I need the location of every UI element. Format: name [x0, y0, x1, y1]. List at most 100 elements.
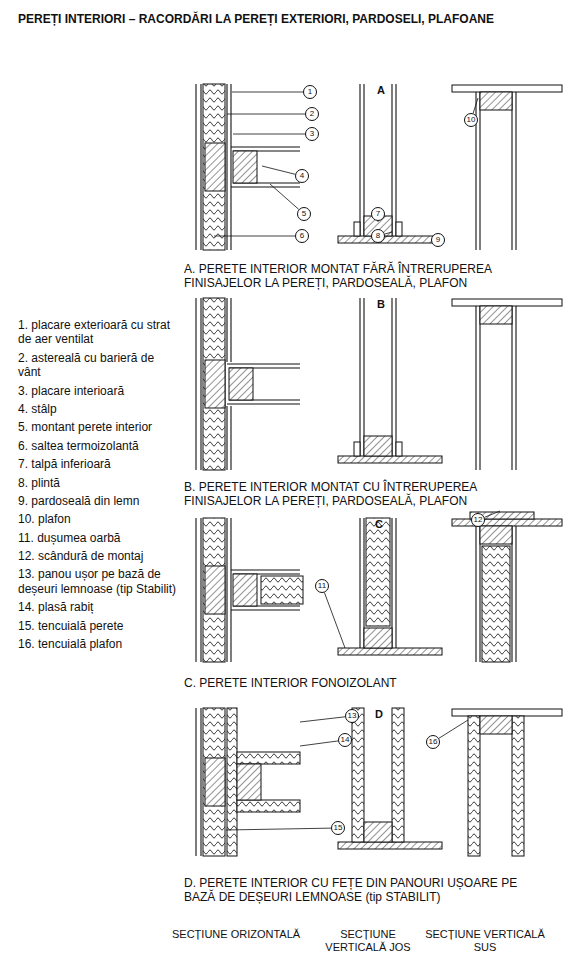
legend-item: 13. panou ușor pe bază de deșeuri lemnoa… [18, 567, 178, 596]
rect-ground [203, 298, 225, 470]
rect-ground [205, 566, 225, 614]
section-letter: C [372, 518, 386, 531]
wall-line [226, 298, 227, 362]
insulation [261, 576, 303, 604]
callout-circle: 16 [426, 735, 440, 749]
wall-line [475, 306, 476, 470]
callout-number: 8 [376, 232, 380, 240]
wall-line [227, 403, 300, 404]
wall-line [359, 518, 360, 648]
page-title: PEREȚI INTERIORI – RACORDĂRI LA PEREȚI E… [18, 12, 558, 26]
rect-ground [227, 708, 237, 856]
rect-ground [482, 546, 510, 662]
rect-ground [364, 436, 392, 456]
rect-ground [237, 800, 300, 812]
wall-line [200, 518, 201, 662]
wall-line [226, 84, 227, 250]
wall-line [231, 186, 300, 187]
ceiling [452, 519, 562, 526]
legend-item: 8. plintă [18, 476, 178, 490]
rect-ground [480, 716, 512, 734]
wall-line [195, 708, 196, 856]
section-caption: C. PERETE INTERIOR FONOIZOLANT [184, 676, 514, 690]
section-caption: B. PERETE INTERIOR MONTAT CU ÎNTRERUPERE… [184, 480, 514, 509]
ceiling [452, 299, 562, 306]
rect-ground [205, 360, 225, 408]
rect-ground [480, 306, 512, 324]
wall-line [515, 92, 516, 250]
wall-line [395, 298, 396, 456]
callout-circle: 5 [297, 207, 311, 221]
insulation [203, 518, 225, 662]
callout-number: 2 [310, 110, 314, 118]
rect-ground [364, 822, 392, 842]
view-label: SECȚIUNE ORIZONTALĂ [172, 928, 322, 941]
skirting [396, 442, 402, 456]
wall-line [231, 146, 300, 147]
rect-ground [452, 709, 562, 716]
callout-number: 15 [334, 824, 343, 832]
callout-circle: 10 [464, 113, 478, 127]
callout-number: 10 [467, 116, 476, 124]
callout-circle: 1 [303, 85, 317, 99]
rect-ground [352, 708, 364, 842]
rect-ground [338, 648, 442, 655]
insulation [482, 546, 510, 662]
rect-ground [354, 442, 360, 456]
ceiling [452, 85, 562, 92]
bottom-plate [364, 822, 392, 842]
wall-line [395, 84, 396, 236]
wall-line [200, 708, 201, 856]
rect-ground [452, 519, 562, 526]
callout-number: 7 [376, 210, 380, 218]
leader-line [226, 828, 331, 830]
rect-ground [338, 842, 442, 849]
wall-line [227, 363, 300, 364]
wall-line [195, 84, 196, 250]
legend-item: 3. placare interioară [18, 384, 178, 398]
insulation [203, 708, 225, 856]
wall-line [511, 526, 512, 662]
wall-line [511, 306, 512, 470]
wall-line [359, 84, 360, 236]
callout-circle: 15 [331, 821, 345, 835]
callout-circle: 11 [315, 579, 329, 593]
callout-number: 11 [318, 582, 326, 590]
wall-line [515, 526, 516, 662]
bottom-plate [364, 628, 392, 648]
callout-number: 5 [302, 210, 306, 218]
light-panel [468, 716, 480, 856]
wall-line [479, 526, 480, 662]
legend-item: 9. pardoseală din lemn [18, 494, 178, 508]
insulation [203, 84, 225, 250]
rect-ground [354, 222, 360, 236]
rect-ground [233, 151, 257, 183]
legend-item: 15. tencuială perete [18, 619, 178, 633]
leader-line [300, 717, 345, 722]
top-plate [480, 306, 512, 324]
wall-line [195, 518, 196, 662]
legend-item: 5. montant perete interior [18, 420, 178, 434]
light-panel [237, 752, 300, 764]
rect-ground [229, 368, 253, 400]
leader-line [214, 236, 295, 237]
top-plate [480, 92, 512, 110]
wall-line [515, 306, 516, 470]
floor [338, 648, 442, 655]
legend-item: 16. tencuială plafon [18, 637, 178, 651]
leader-line [232, 92, 303, 93]
leader-line [439, 720, 468, 738]
wall-line [363, 84, 364, 236]
callout-circle: 8 [371, 229, 385, 243]
rect-ground [237, 764, 261, 800]
floor [338, 456, 442, 463]
callout-circle: 3 [305, 127, 319, 141]
legend-item: 10. plafon [18, 512, 178, 526]
wall-line [195, 298, 196, 470]
wall-line [200, 84, 201, 250]
section-caption: A. PERETE INTERIOR MONTAT FĂRĂ ÎNTRERUPE… [184, 262, 514, 291]
wall-line [391, 298, 392, 456]
ceiling [452, 709, 562, 716]
light-panel [237, 800, 300, 812]
callout-circle: 4 [295, 169, 309, 183]
